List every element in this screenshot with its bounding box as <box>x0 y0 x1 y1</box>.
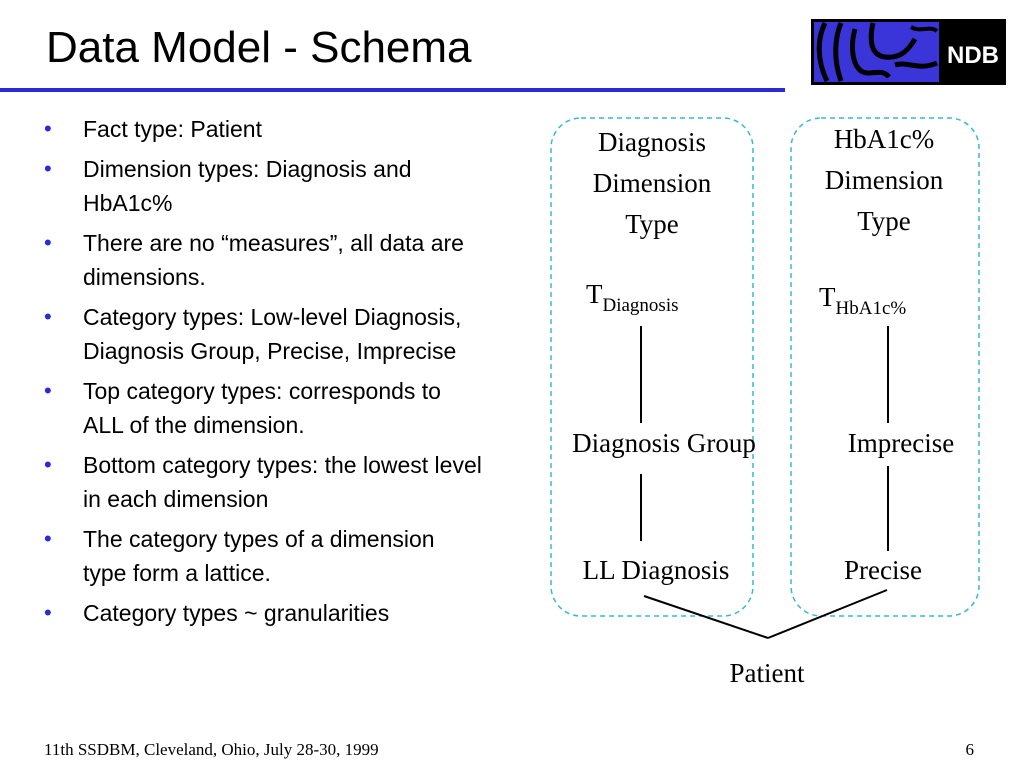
list-item: •There are no “measures”, all data are d… <box>44 226 484 294</box>
fact-edge-right <box>767 589 888 639</box>
ndb-logo: NDB <box>811 19 1006 85</box>
diagnosis-box-title-line3: Type <box>625 209 679 239</box>
bullet-icon: • <box>44 452 52 477</box>
bullet-icon: • <box>44 600 52 625</box>
list-item: •The category types of a dimension type … <box>44 522 484 590</box>
bullet-icon: • <box>44 304 52 329</box>
bullet-list: •Fact type: Patient •Dimension types: Di… <box>44 112 484 636</box>
bullet-icon: • <box>44 156 52 181</box>
hba1c-top-category: THbA1c% <box>819 282 906 319</box>
diagnosis-box-title-line1: Diagnosis <box>598 127 706 157</box>
ll-diagnosis-category: LL Diagnosis <box>583 555 730 585</box>
fact-edge-left <box>643 595 769 639</box>
bullet-icon: • <box>44 526 52 551</box>
page-title: Data Model - Schema <box>46 23 472 72</box>
hba1c-box-title-line2: Dimension <box>825 165 944 195</box>
list-item: •Category types: Low-level Diagnosis, Di… <box>44 300 484 368</box>
bullet-icon: • <box>44 230 52 255</box>
list-item: •Bottom category types: the lowest level… <box>44 448 484 516</box>
list-item: •Dimension types: Diagnosis and HbA1c% <box>44 152 484 220</box>
list-item: •Top category types: corresponds to ALL … <box>44 374 484 442</box>
title-divider <box>0 88 785 92</box>
logo-text: NDB <box>947 42 999 69</box>
diagnosis-dimension-box <box>550 117 754 617</box>
bullet-icon: • <box>44 116 52 141</box>
precise-category: Precise <box>844 555 922 585</box>
hba1c-dimension-box <box>790 117 980 617</box>
diagnosis-group-category: Diagnosis Group <box>572 428 756 458</box>
list-item: •Fact type: Patient <box>44 112 484 146</box>
diagnosis-box-title-line2: Dimension <box>593 168 712 198</box>
hba1c-box-title-line3: Type <box>857 206 911 236</box>
bullet-icon: • <box>44 378 52 403</box>
hba1c-box-title-line1: HbA1c% <box>834 124 934 154</box>
patient-fact-type: Patient <box>730 658 805 688</box>
list-item: •Category types ~ granularities <box>44 596 484 630</box>
imprecise-category: Imprecise <box>848 428 954 458</box>
page-number: 6 <box>965 740 975 759</box>
footer-conference: 11th SSDBM, Cleveland, Ohio, July 28-30,… <box>44 740 379 759</box>
diagnosis-top-category: TDiagnosis <box>586 279 679 316</box>
